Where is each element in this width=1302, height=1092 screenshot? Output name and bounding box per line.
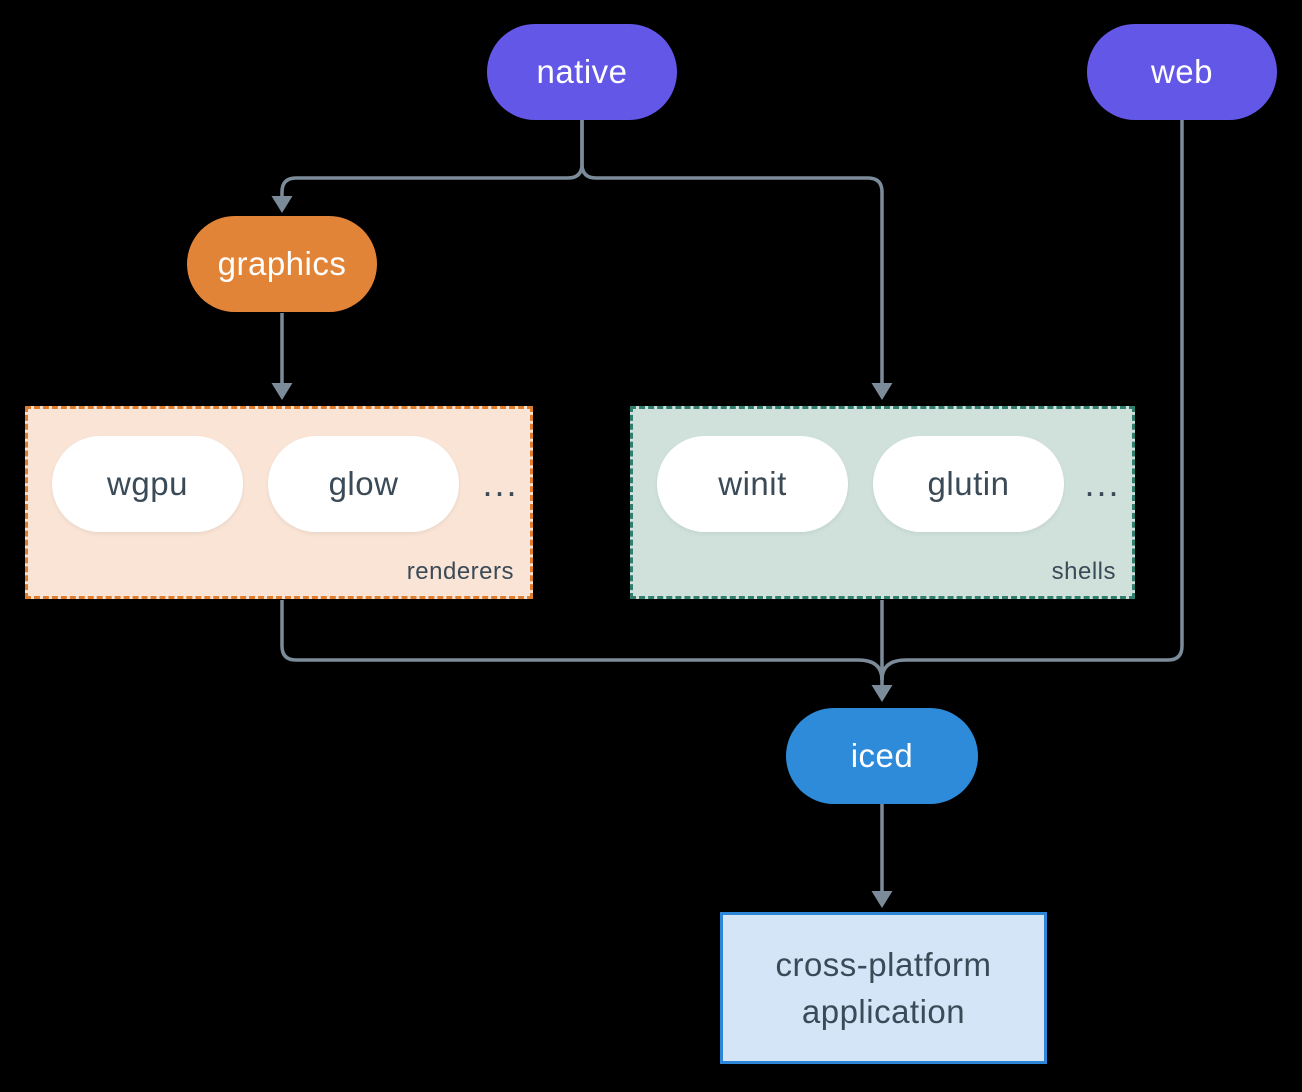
application-label-line2: application [801,993,966,1030]
node-glutin: glutin [873,436,1064,532]
node-glow-label: glow [328,465,399,502]
group-renderers: wgpu glow ... renderers [25,406,533,599]
node-web: web [1087,24,1277,120]
node-winit: winit [657,436,848,532]
edge-native-to-shells [580,120,884,385]
arrowhead-into-graphics [271,196,293,213]
edge-native-to-graphics [280,120,584,198]
arrowhead-into-renderers [271,383,293,400]
renderers-group-label: renderers [406,558,514,585]
node-application: cross-platform application [720,912,1047,1064]
node-wgpu-label: wgpu [107,465,188,502]
node-wgpu: wgpu [52,436,243,532]
node-native: native [487,24,677,120]
group-shells: winit glutin ... shells [630,406,1135,599]
node-graphics-label: graphics [217,245,347,282]
application-label-line1: cross-platform [775,946,992,983]
arrowhead-into-shells [871,383,893,400]
shells-group-label: shells [1051,558,1116,585]
arrowhead-into-application [871,891,893,908]
edge-web-to-merge [880,120,1184,681]
node-iced: iced [786,708,978,804]
node-iced-label: iced [850,737,914,774]
shells-ellipsis: ... [1084,463,1121,504]
node-winit-label: winit [718,465,787,502]
renderers-ellipsis: ... [482,463,519,504]
node-native-label: native [536,53,628,90]
arrowhead-into-iced [871,685,893,702]
node-web-label: web [1150,53,1214,90]
edge-renderers-to-merge [280,600,884,681]
node-glutin-label: glutin [927,465,1010,502]
node-glow: glow [268,436,459,532]
node-graphics: graphics [187,216,377,312]
